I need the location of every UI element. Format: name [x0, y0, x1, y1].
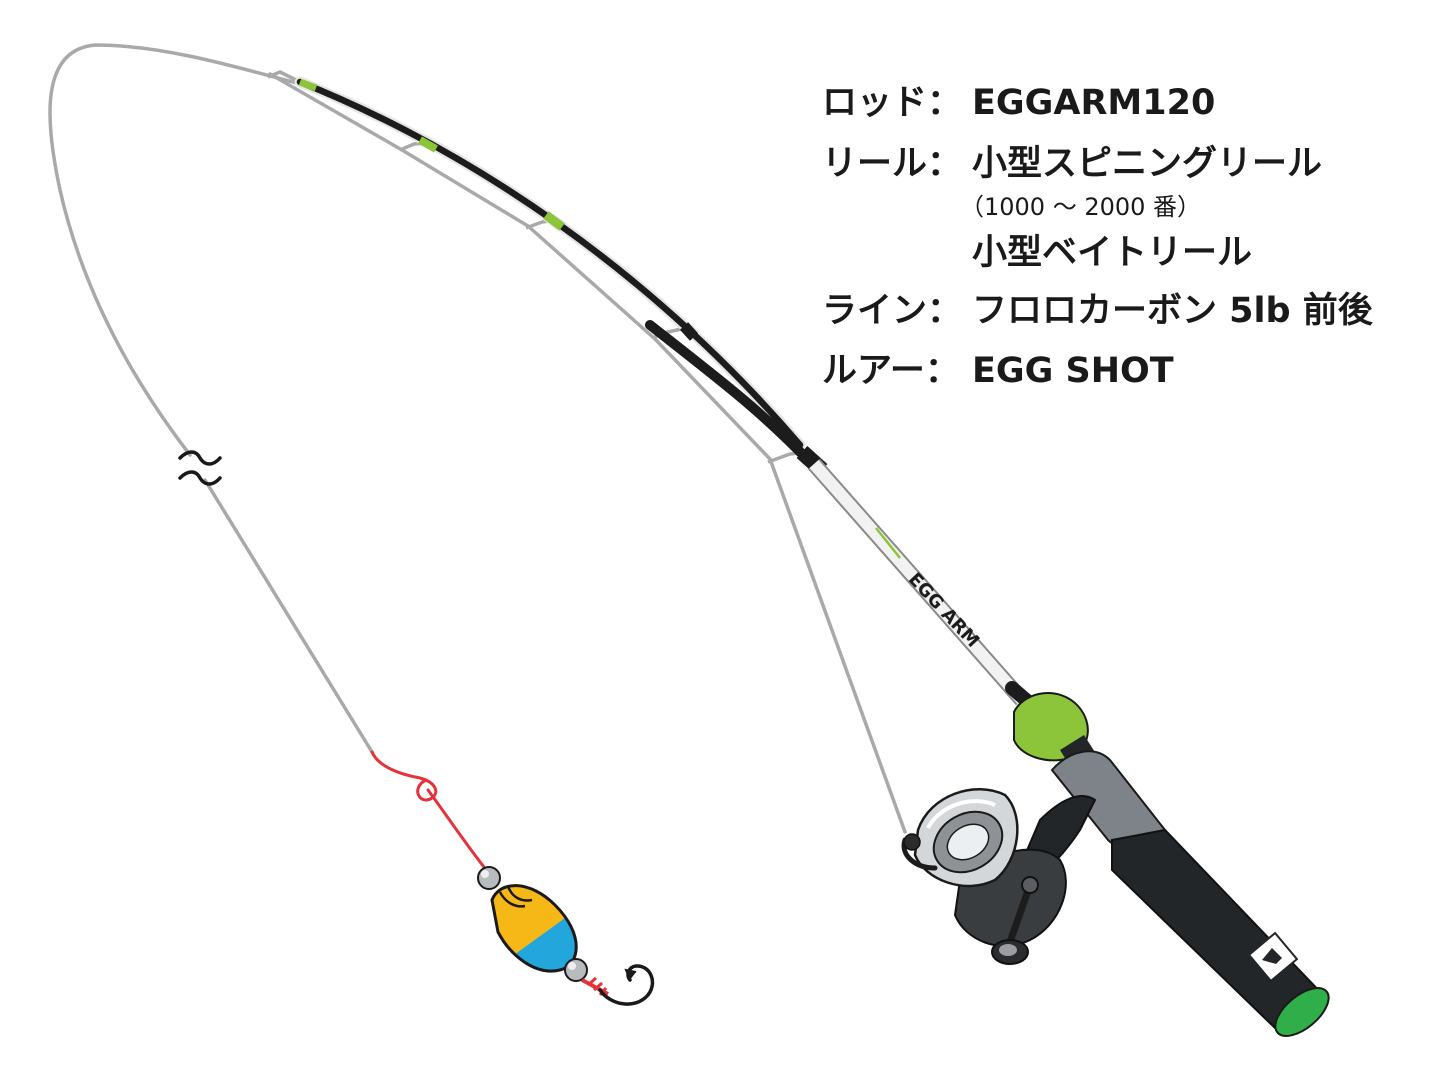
- spec-lure: ルアー： EGG SHOT: [822, 351, 1174, 391]
- line-through-guides: [268, 72, 772, 461]
- spec-list: ロッド： EGGARM120 リール： 小型スピニングリール （1000 ～ 2…: [822, 83, 1374, 391]
- hook-tie: [581, 978, 609, 996]
- wrap-3: [543, 211, 565, 231]
- guide-1: [267, 70, 303, 85]
- leader: [370, 750, 490, 874]
- rod-guides: [267, 70, 811, 464]
- lure: [477, 866, 655, 1006]
- butt-cap: [1274, 987, 1330, 1037]
- spec-lure-value: EGG SHOT: [972, 351, 1174, 391]
- rod-blank-thick: [645, 320, 815, 467]
- fore-grip-green: [1013, 692, 1089, 762]
- spinning-reel: [901, 787, 1097, 965]
- spec-reel-label: リール：: [822, 144, 962, 184]
- rod-blank: [294, 76, 815, 467]
- rod-grip: [1005, 681, 1330, 1037]
- rod-blank-print: EGG ARM: [904, 569, 983, 652]
- leader-line: [426, 788, 490, 874]
- bead-top: [477, 866, 501, 890]
- leader-loop: [370, 750, 438, 802]
- spec-line: ライン： フロロカーボン 5lb 前後: [822, 291, 1374, 331]
- rod-wraps: [298, 78, 565, 231]
- spec-rod: ロッド： EGGARM120: [822, 83, 1215, 123]
- reel-handle-arm: [1006, 881, 1034, 946]
- spec-line-label: ライン：: [822, 291, 962, 331]
- spec-reel: リール： 小型スピニングリール （1000 ～ 2000 番） 小型ベイトリール: [822, 144, 1322, 273]
- line-tip-loop: [48, 43, 302, 457]
- svg-text:EGG ARM: EGG ARM: [904, 569, 983, 652]
- spec-reel-value-2: 小型ベイトリール: [972, 233, 1252, 273]
- reel-handle-hub: [1021, 876, 1039, 894]
- spec-reel-value-1: 小型スピニングリール: [972, 144, 1322, 184]
- line-break-mark: [178, 450, 222, 486]
- spec-line-value: フロロカーボン 5lb 前後: [972, 291, 1374, 331]
- wrap-1: [298, 78, 318, 92]
- line-to-lure: [203, 478, 374, 754]
- line-to-reel: [768, 457, 907, 834]
- spec-lure-label: ルアー：: [822, 351, 960, 391]
- fishing-line: [48, 43, 907, 834]
- wrap-2: [418, 136, 438, 153]
- spec-rod-label: ロッド：: [822, 83, 962, 123]
- bead-bottom: [564, 958, 588, 982]
- spec-reel-value-1-note: （1000 ～ 2000 番）: [960, 193, 1201, 221]
- spec-rod-value: EGGARM120: [972, 83, 1215, 123]
